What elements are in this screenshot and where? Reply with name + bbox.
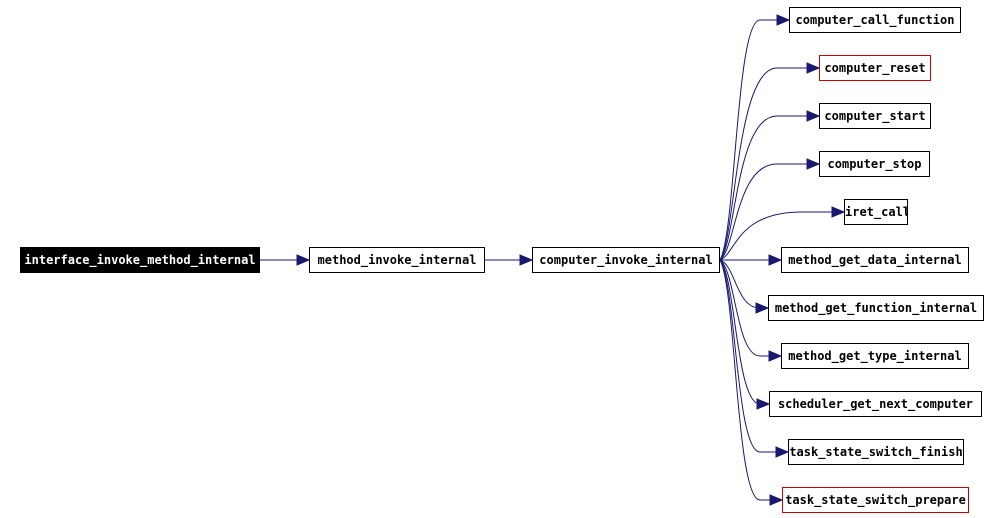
node-task-state-switch-finish[interactable]: task_state_switch_finish (788, 439, 964, 465)
node-method-get-type-internal[interactable]: method_get_type_internal (781, 343, 969, 369)
edge-arrowhead (296, 254, 311, 266)
edge-line (719, 259, 769, 357)
edge-arrowhead (831, 206, 846, 218)
edge-arrowhead (768, 254, 783, 266)
edge-line (719, 211, 832, 261)
node-interface-invoke-method-internal[interactable]: interface_invoke_method_internal (20, 247, 260, 273)
edge-arrowhead (768, 350, 783, 362)
edge-arrowhead (756, 398, 771, 410)
edge-arrowhead (776, 14, 791, 26)
edge-line (719, 115, 807, 261)
node-computer-call-function[interactable]: computer_call_function (789, 7, 961, 33)
edge-arrowhead (769, 494, 784, 506)
edge-line (719, 259, 770, 501)
edge-line (719, 163, 807, 261)
node-iret-call[interactable]: iret_call (844, 199, 908, 225)
node-computer-start[interactable]: computer_start (819, 103, 931, 129)
edge-arrowhead (755, 302, 770, 314)
node-computer-reset[interactable]: computer_reset (819, 55, 931, 81)
node-computer-stop[interactable]: computer_stop (819, 151, 930, 177)
node-method-invoke-internal[interactable]: method_invoke_internal (309, 247, 485, 273)
edge-line (719, 259, 776, 453)
node-method-get-function-internal[interactable]: method_get_function_internal (768, 295, 984, 321)
node-scheduler-get-next-computer[interactable]: scheduler_get_next_computer (769, 391, 982, 417)
edge-arrowhead (775, 446, 790, 458)
edge-arrowhead (806, 62, 821, 74)
edge-line (719, 67, 807, 261)
edge-arrowhead (519, 254, 534, 266)
edge-arrowhead (806, 110, 821, 122)
edge-line (719, 19, 777, 261)
node-computer-invoke-internal[interactable]: computer_invoke_internal (532, 247, 720, 273)
edge-arrowhead (806, 158, 821, 170)
edge-line (719, 259, 761, 405)
node-method-get-data-internal[interactable]: method_get_data_internal (781, 247, 969, 273)
node-task-state-switch-prepare[interactable]: task_state_switch_prepare (782, 487, 969, 513)
